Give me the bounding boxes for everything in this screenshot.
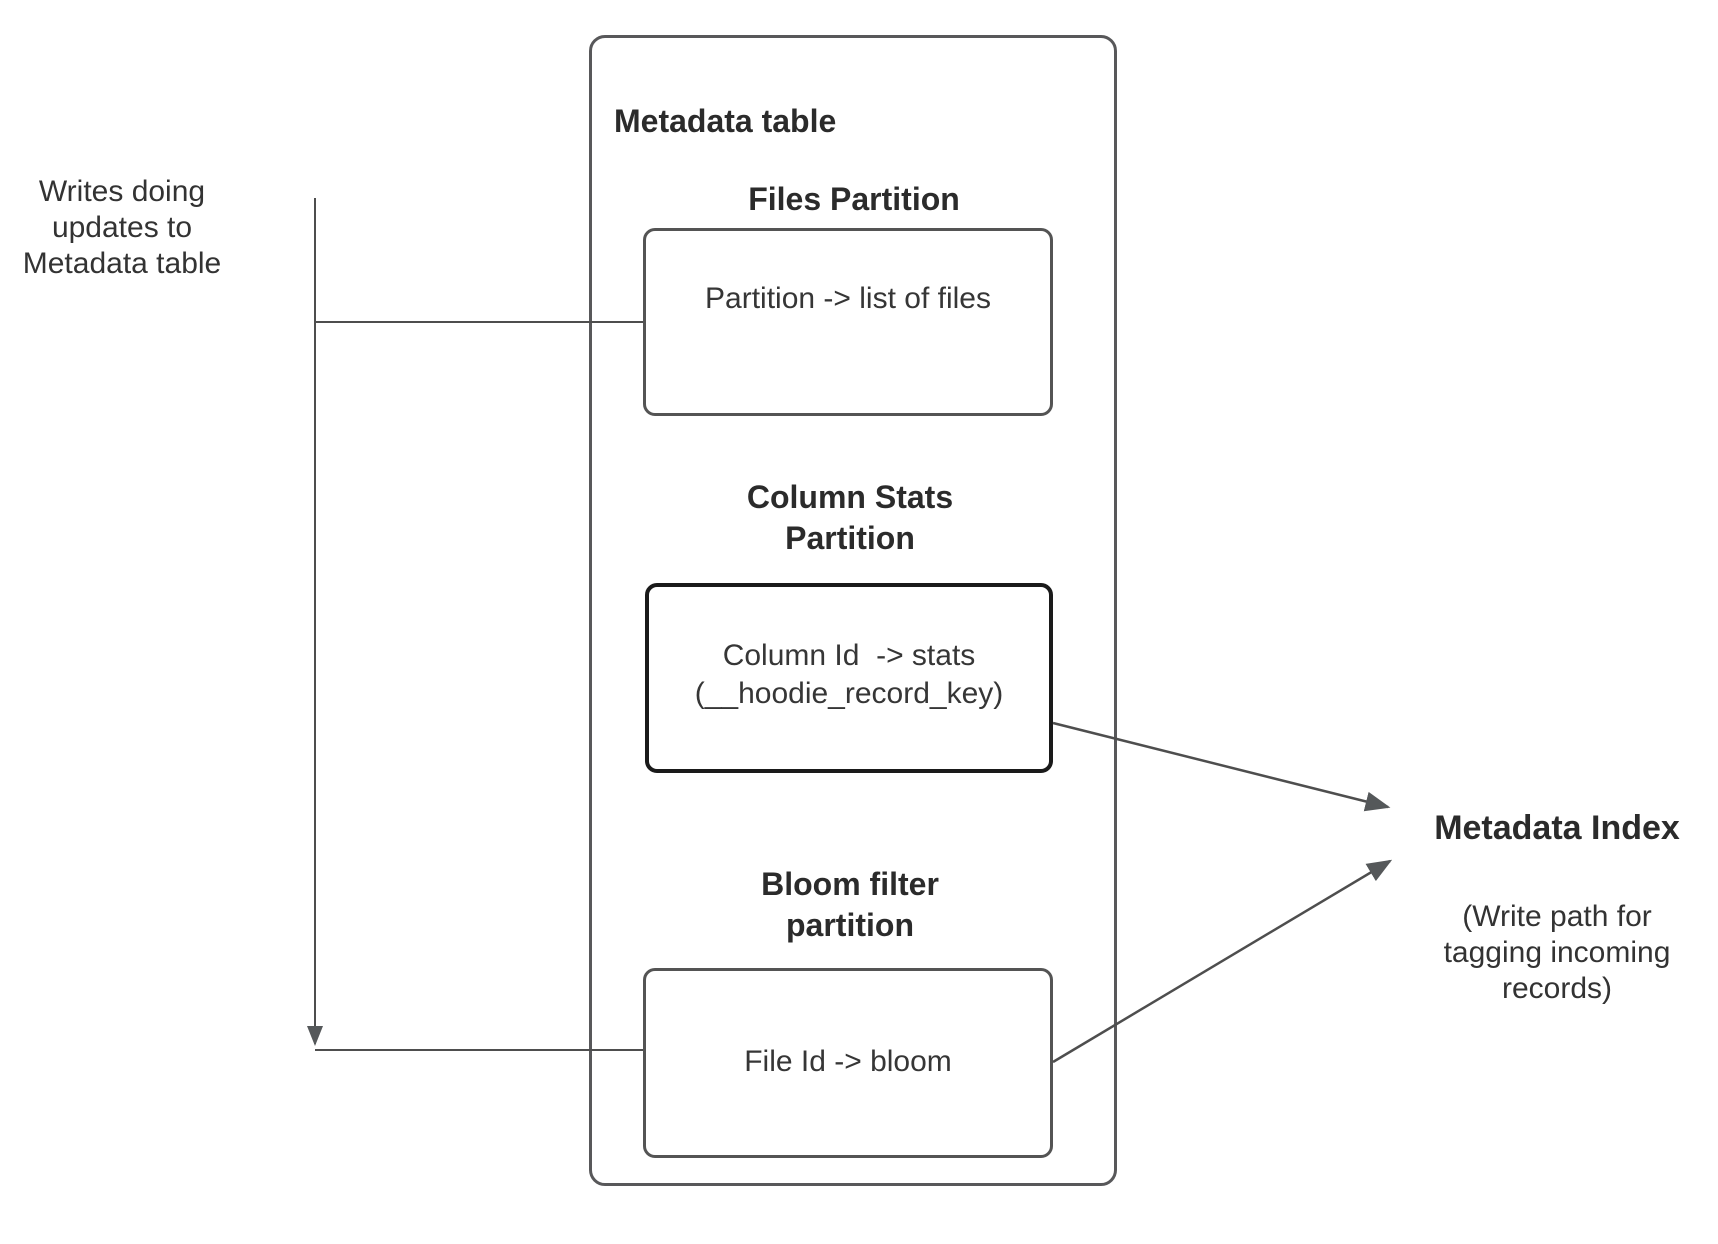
- metadata-index-subtitle: (Write path for tagging incoming records…: [1443, 900, 1671, 1005]
- files-partition-heading: Files Partition: [748, 181, 960, 217]
- column-stats-partition-heading: Column Stats Partition: [746, 479, 954, 556]
- metadata-table-title: Metadata table: [614, 103, 837, 139]
- writes-note: Writes doing updates to Metadata table: [22, 175, 222, 280]
- files-partition-box: Partition -> list of files: [643, 228, 1053, 416]
- files-partition-body: Partition -> list of files: [705, 282, 991, 315]
- bloom-filter-partition-box: File Id -> bloom: [643, 968, 1053, 1158]
- bloom-filter-partition-heading: Bloom filter partition: [761, 866, 939, 943]
- column-stats-partition-box: Column Id -> stats (__hoodie_record_key): [645, 583, 1053, 773]
- metadata-index-title: Metadata Index: [1434, 809, 1680, 847]
- column-stats-partition-body: Column Id -> stats (__hoodie_record_key): [694, 639, 1004, 710]
- bloom-filter-partition-body: File Id -> bloom: [744, 1045, 952, 1078]
